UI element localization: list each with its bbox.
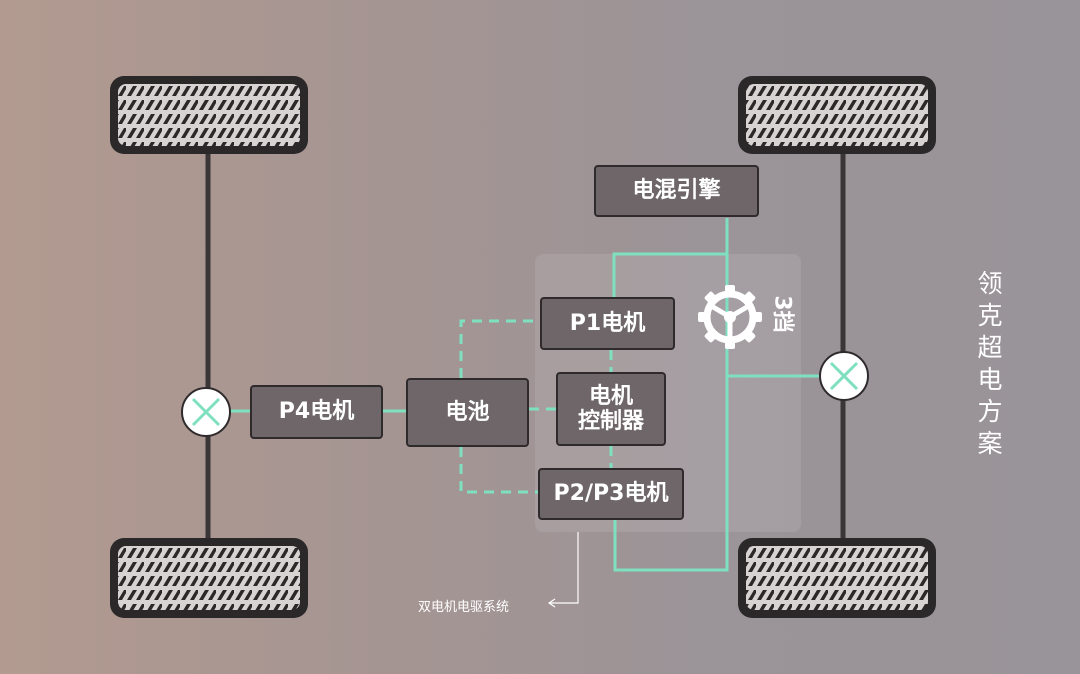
battery-label: 电池 [445, 399, 490, 425]
controller-label-line2: 控制器 [577, 409, 644, 434]
p4-motor-label: P4电机 [278, 399, 355, 425]
mechanical-links [230, 218, 820, 572]
page-title: 领克超电方案 [977, 269, 1003, 458]
motor-controller-box: 电机 控制器 [556, 372, 666, 446]
right-differential-icon [819, 351, 869, 401]
tire-rear-left [110, 538, 308, 618]
battery-box: 电池 [406, 378, 529, 447]
p1-motor-label: P1电机 [569, 310, 646, 336]
p4-motor-box: P4电机 [250, 385, 383, 439]
note-pointer [547, 532, 579, 608]
tire-rear-right [738, 538, 936, 618]
p23-motor-box: P2/P3电机 [538, 468, 684, 520]
gear-ratio-label: 3挡 [769, 295, 795, 333]
engine-label: 电混引擎 [632, 178, 721, 204]
p1-motor-box: P1电机 [540, 297, 675, 350]
engine-box: 电混引擎 [594, 165, 759, 217]
p23-motor-label: P2/P3电机 [553, 481, 669, 507]
dual-motor-note: 双电机电驱系统 [418, 600, 510, 615]
gear-icon [698, 285, 762, 349]
electrical-links [459, 319, 613, 494]
tire-front-left [110, 76, 308, 154]
controller-label-line1: 电机 [588, 383, 633, 409]
left-differential-icon [181, 387, 231, 437]
tire-front-right [738, 76, 936, 154]
